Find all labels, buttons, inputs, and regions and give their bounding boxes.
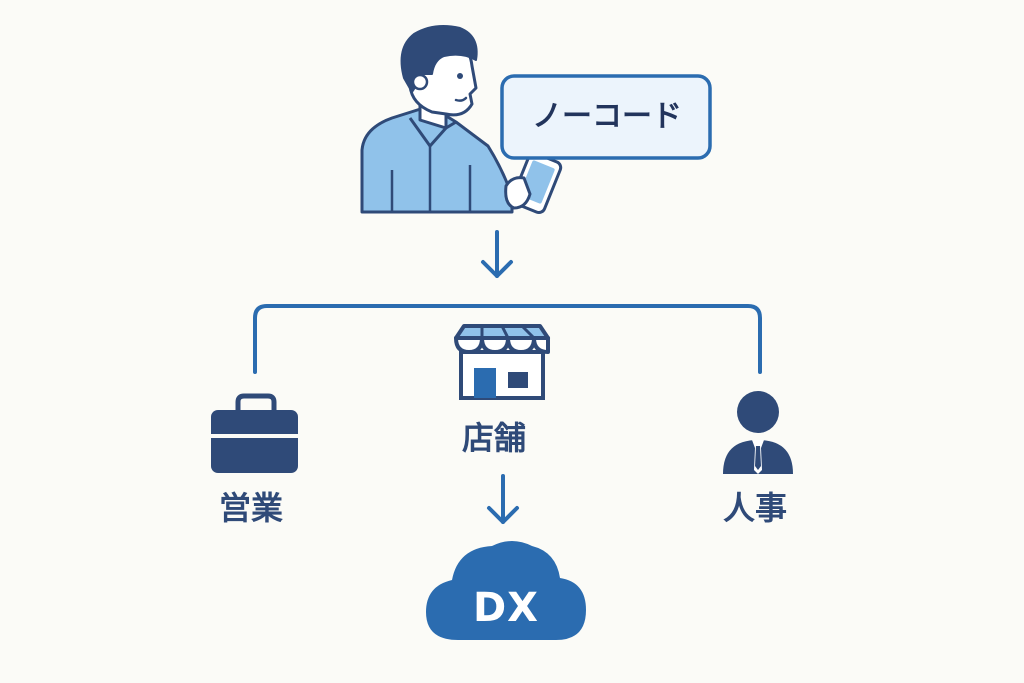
arrow-down-icon [487,474,519,524]
employee-icon [723,391,793,474]
arrow-down-icon [481,230,513,278]
branch-connector [253,304,762,374]
cloud-icon [426,541,586,640]
person-with-phone-icon [360,25,563,215]
storefront-icon [454,324,551,400]
speech-bubble [500,74,712,160]
person-hair [400,25,478,93]
person-collar [408,117,457,148]
cloud-label: DX [472,585,540,631]
department-label-hr: 人事 [723,489,788,527]
department-label-sales: 営業 [219,489,284,527]
briefcase-icon [211,393,298,473]
person-hand [504,176,532,210]
department-label-store: 店舗 [462,419,527,457]
speech-bubble-text: ノーコード [532,99,682,134]
